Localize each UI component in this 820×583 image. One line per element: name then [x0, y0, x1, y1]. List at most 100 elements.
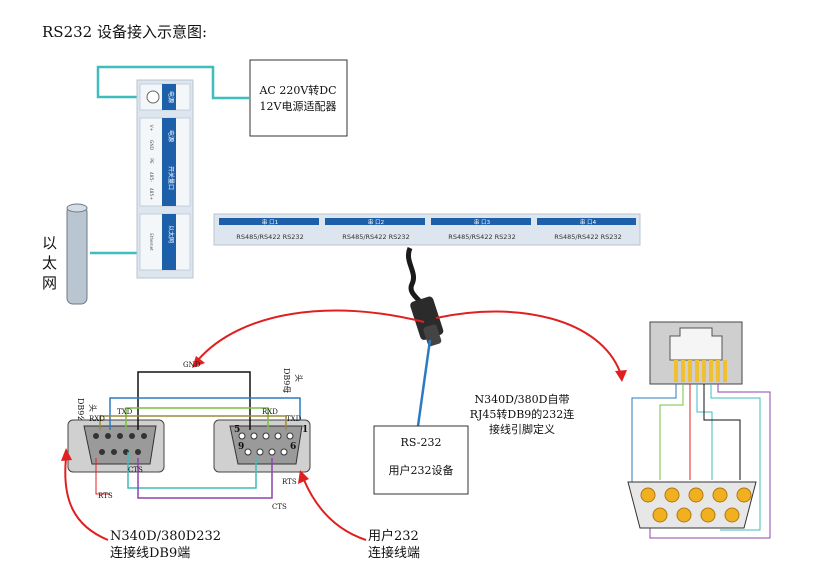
- note-line3: 接线引脚定义: [489, 422, 555, 436]
- adapter-line1: AC 220V转DC: [258, 83, 336, 97]
- left-pin-5: [141, 433, 147, 439]
- port-3-header: [431, 218, 531, 225]
- label-rts-right: RTS: [282, 478, 297, 486]
- label-cts-left: CTS: [128, 466, 143, 474]
- wire-gnd: [137, 371, 251, 430]
- rj45-pin-3: [688, 360, 692, 382]
- pin-label-vplus: V+: [148, 125, 154, 132]
- wire-blue: [109, 397, 301, 430]
- arrow-caption-right: [303, 479, 367, 541]
- rj45-pin-5: [702, 360, 706, 382]
- arrow-caption-left-head: [61, 448, 72, 461]
- red-arrow-left: [197, 309, 425, 361]
- label-rxd-left: RXD: [89, 415, 105, 423]
- left-pin-7: [111, 449, 117, 455]
- ethernet-small-label: Ethernet: [149, 233, 154, 251]
- db9-pin-9: [724, 507, 740, 523]
- red-arrow-right: [435, 310, 621, 373]
- wire-cyan: [127, 452, 257, 489]
- ethernet-label-1: 以: [42, 234, 57, 252]
- pin-wire-a: [631, 384, 677, 498]
- db9-pin-2: [664, 487, 680, 503]
- pin-wire-f: [710, 384, 761, 531]
- wire-red-left: [95, 458, 110, 495]
- left-pin-2: [105, 433, 111, 439]
- label-rts-left: RTS: [98, 492, 113, 500]
- left-pin-3: [117, 433, 123, 439]
- red-arrow-right-head: [615, 370, 627, 382]
- pin-number-9: 9: [238, 442, 244, 452]
- arrow-caption-right-head: [298, 470, 309, 484]
- ethernet-port-label: 以太网: [167, 225, 175, 243]
- wire-purple: [137, 458, 273, 499]
- left-db9-title2: 头: [88, 404, 98, 412]
- rj45-db9-pinout: [627, 321, 771, 539]
- rj45-pin-2: [681, 360, 685, 382]
- db9-pin-1: [640, 487, 656, 503]
- caption-right-line1: 用户232: [368, 528, 419, 544]
- serial-port-2: 串 口2 RS485/RS422 RS232: [325, 218, 425, 241]
- right-db9-title2: 头: [294, 374, 304, 382]
- port-1-types: RS485/RS422 RS232: [236, 233, 303, 241]
- left-pin-4: [129, 433, 135, 439]
- db9-pin-8: [700, 507, 716, 523]
- rs232-box-line2: 用户232设备: [389, 463, 454, 477]
- pin-number-1: 1: [302, 425, 308, 435]
- rj45-pin-4: [695, 360, 699, 382]
- caption-right-line2: 连接线端: [368, 545, 420, 561]
- port-2-name: 串 口2: [368, 219, 384, 226]
- label-cts-right: CTS: [272, 503, 287, 511]
- page-title: RS232 设备接入示意图:: [42, 23, 207, 41]
- caption-left-line2: 连接线DB9端: [110, 545, 190, 561]
- db9-plug-icon: [410, 296, 444, 347]
- plug-tip: [423, 324, 442, 347]
- db9-pin-6: [652, 507, 668, 523]
- rj45-pin-1: [674, 360, 678, 382]
- power-jack-icon: [146, 90, 160, 104]
- right-pin-8: [256, 448, 264, 456]
- ethernet-post-top: [66, 203, 88, 213]
- port-1-header: [219, 218, 319, 225]
- power-label-bar: [162, 84, 176, 110]
- label-txd-right: TXD: [286, 415, 302, 423]
- arrow-caption-left: [64, 457, 109, 541]
- serial-port-1: 串 口1 RS485/RS422 RS232: [219, 218, 319, 241]
- port-2-types: RS485/RS422 RS232: [342, 233, 409, 241]
- wire-green: [125, 407, 269, 430]
- rj45-socket: [669, 327, 723, 361]
- right-db9-connector: [213, 419, 311, 473]
- adapter-line2: 12V电源适配器: [260, 99, 337, 113]
- db9-pin-3: [688, 487, 704, 503]
- left-db9-face: [83, 425, 157, 465]
- db9-pin-4: [712, 487, 728, 503]
- note-line2: RJ45转DB9的232连: [470, 407, 575, 421]
- left-pin-6: [99, 449, 105, 455]
- pin-wire-g: [649, 384, 771, 539]
- ethernet-label-3: 网: [42, 274, 57, 292]
- ethernet-post: [66, 205, 88, 305]
- power-label: 电源: [167, 91, 175, 103]
- rs232-box-line1: RS-232: [401, 436, 442, 449]
- port-4-name: 串 口4: [580, 219, 597, 226]
- left-db9-title1: DB9公: [76, 398, 85, 423]
- pin-label-pe: PE: [148, 158, 154, 164]
- ethernet-label-2: 太: [42, 254, 57, 272]
- pin-number-5: 5: [234, 425, 240, 435]
- port-4-header: [537, 218, 636, 225]
- wire-olive: [99, 415, 287, 430]
- pin-number-6: 6: [290, 442, 296, 452]
- right-pin-2: [274, 432, 282, 440]
- right-pin-4: [250, 432, 258, 440]
- power-label-2: 电源: [167, 130, 175, 142]
- db9-pin-7: [676, 507, 692, 523]
- io-label: 开关量口: [167, 166, 175, 190]
- pin-wire-b: [659, 384, 684, 480]
- note-line1: N340D/380D自带: [475, 393, 570, 406]
- power-adapter-box: [249, 59, 348, 137]
- serial-port-3: 串 口3 RS485/RS422 RS232: [431, 218, 531, 241]
- label-rxd-right: RXD: [262, 408, 278, 416]
- left-pin-1: [93, 433, 99, 439]
- port-1-name: 串 口1: [262, 219, 278, 226]
- label-gnd: GND: [183, 361, 201, 369]
